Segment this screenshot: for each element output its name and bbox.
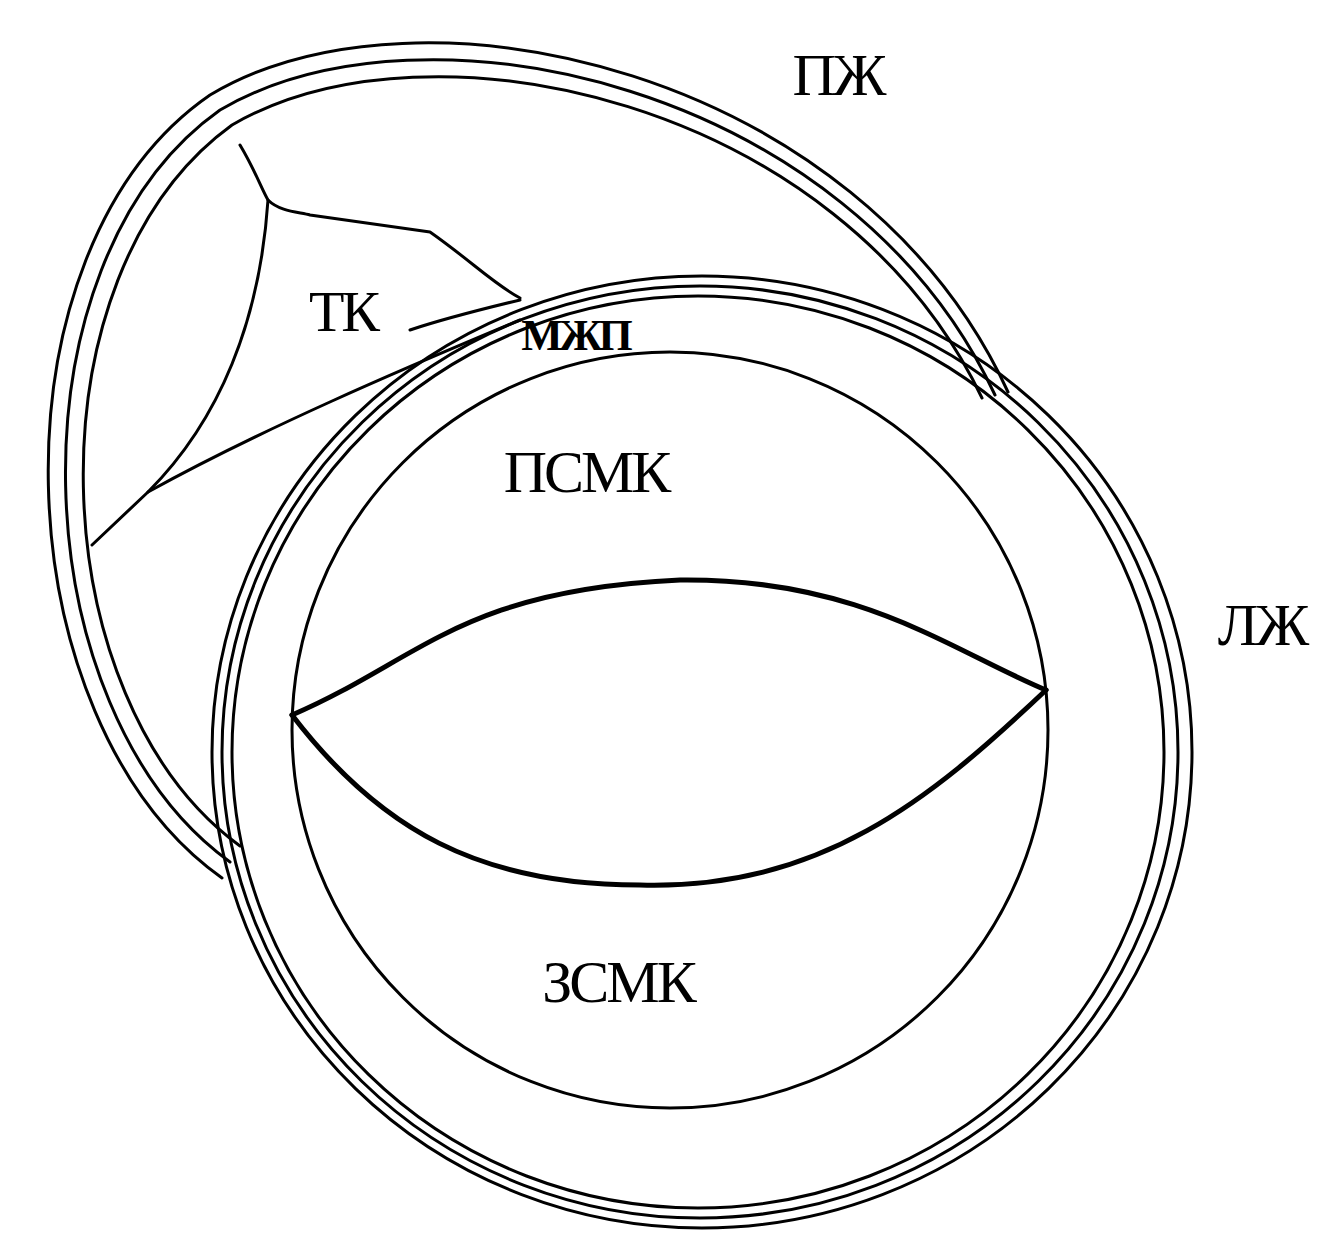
mitral-leaflets: [292, 580, 1046, 885]
tricuspid-valve: [92, 145, 520, 545]
part-label: ЗСМК: [539, 951, 696, 1013]
left-ventricle-wall: [212, 276, 1192, 1228]
right-ventricle-wall: [48, 43, 1008, 878]
part-label: МЖП: [518, 313, 631, 359]
mitral-annulus: [292, 352, 1048, 1108]
part-label: ЛЖ: [1215, 594, 1309, 656]
part-label: ПСМК: [501, 441, 672, 503]
part-label: ТК: [306, 282, 380, 342]
part-label: ПЖ: [789, 44, 886, 106]
